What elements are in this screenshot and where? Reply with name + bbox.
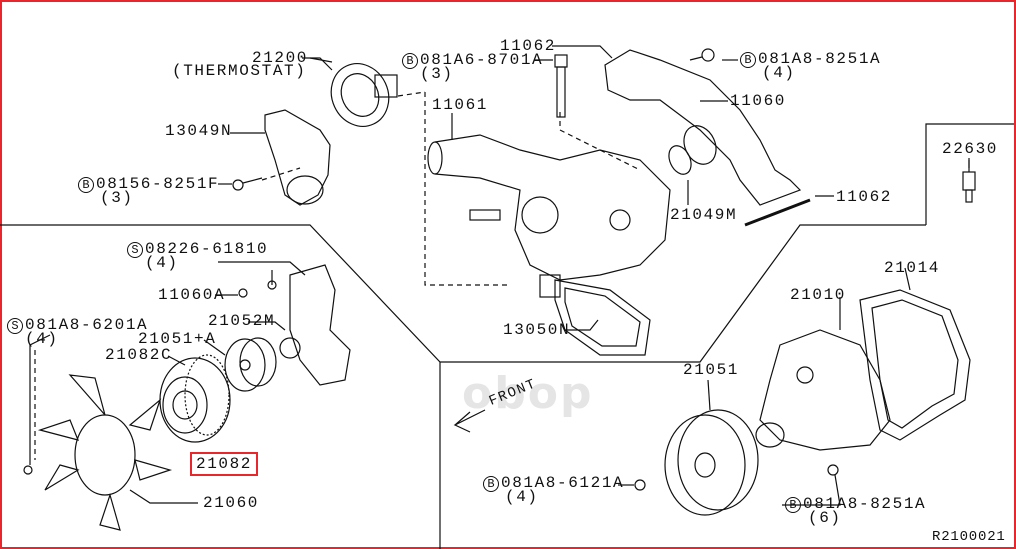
screw-symbol: S	[7, 318, 23, 334]
label-screw-top-qty: (4)	[145, 254, 179, 272]
gasket-13050n-part	[554, 279, 651, 356]
sensor-part	[962, 160, 976, 203]
housing-part	[232, 109, 331, 206]
label-coupling: 21082C	[105, 346, 173, 364]
thermostat-part	[309, 57, 398, 127]
part-code: 08226-61810	[145, 240, 269, 258]
label-fan: 21060	[203, 494, 260, 512]
part-code: 081A8-6201A	[25, 316, 149, 334]
label-pump-pulley: 21051	[683, 361, 740, 379]
pump-pulley-part	[664, 409, 759, 516]
label-bolt-top-qty: (3)	[420, 65, 454, 83]
assembly-lines	[34, 91, 641, 460]
pump-gasket-part	[859, 289, 971, 441]
fan-clutch-part	[159, 354, 231, 443]
screw-symbol: S	[127, 242, 143, 258]
part-code: 08156-8251F	[96, 175, 220, 193]
region-dividers	[0, 123, 1014, 549]
label-thermostat-name: (THERMOSTAT)	[172, 62, 307, 80]
fan-part	[23, 374, 173, 531]
label-thermostat-number: 21200	[252, 49, 309, 67]
leader-lines	[29, 45, 970, 506]
label-bolt-11060a: 11060A	[158, 286, 226, 304]
part-code: 081A8-8251A	[803, 495, 927, 513]
label-small-pulley: 21051+A	[138, 330, 217, 348]
pump-bolt-part	[827, 464, 839, 476]
part-code: 081A8-8251A	[758, 50, 882, 68]
label-gasket-top: 11062	[500, 37, 557, 55]
label-oring: 21049M	[670, 206, 738, 224]
label-pump-body: 21010	[790, 286, 847, 304]
label-fan-clutch-highlighted: 21082	[190, 452, 259, 476]
label-screw-left-qty: (4)	[25, 330, 59, 348]
label-pipe: 11060	[730, 92, 787, 110]
front-arrow-icon	[453, 409, 486, 433]
bolt-symbol: B	[483, 476, 499, 492]
pulley-bolt-part	[634, 479, 646, 491]
label-gasket-13050n: 13050N	[503, 321, 571, 339]
label-housing: 13049N	[165, 122, 233, 140]
label-bolt-pump-qty: (6)	[808, 509, 842, 527]
pipe-part	[604, 48, 811, 227]
part-code: 081A6-8701A	[420, 51, 544, 69]
label-gasket-right: 11062	[836, 188, 893, 206]
label-sensor: 22630	[942, 140, 999, 158]
label-inlet: 11061	[432, 96, 489, 114]
bracket-part	[238, 264, 351, 386]
bolt-symbol: B	[740, 52, 756, 68]
water-pump-part	[755, 329, 891, 451]
bolt-symbol: B	[402, 53, 418, 69]
label-bolt-left-qty: (3)	[100, 189, 134, 207]
bolt-symbol: B	[785, 497, 801, 513]
label-bolt-right-top-qty: (4)	[762, 64, 796, 82]
label-pump-gasket: 21014	[884, 259, 941, 277]
part-code: 081A8-6121A	[501, 474, 625, 492]
label-bolt-pulley-qty: (4)	[505, 488, 539, 506]
small-pulley-part	[224, 337, 277, 392]
label-bracket: 21052M	[208, 312, 276, 330]
inlet-manifold-part	[427, 134, 671, 298]
diagram-id: R2100021	[932, 529, 1006, 545]
bolt-symbol: B	[78, 177, 94, 193]
long-bolt-part	[554, 54, 568, 118]
